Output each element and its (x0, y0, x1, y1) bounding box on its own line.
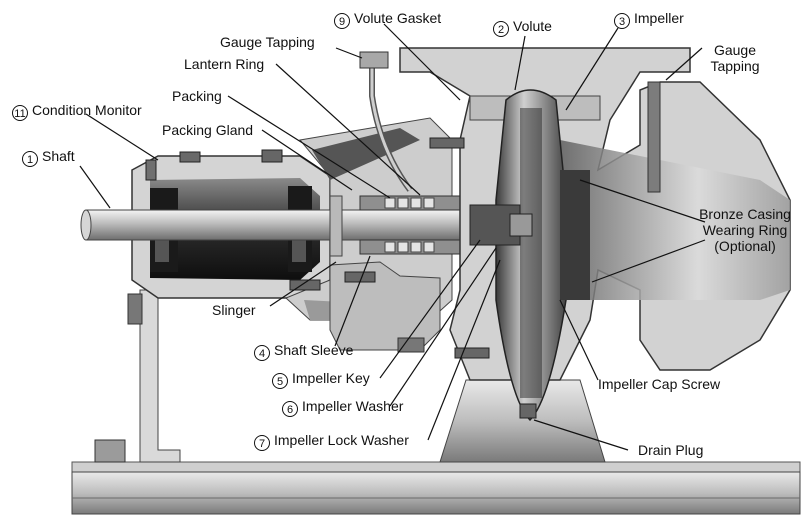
label-text: Shaft Sleeve (274, 342, 354, 358)
label-gauge-tapping-right: Gauge Tapping (700, 42, 770, 74)
volute-pedestal (439, 379, 606, 463)
callout-number: 3 (614, 13, 630, 29)
callout-number: 6 (282, 401, 298, 417)
label-line-3: (Optional) (714, 238, 776, 254)
label-text: Impeller Lock Washer (274, 432, 409, 448)
callout-number: 4 (254, 345, 270, 361)
impeller-part (469, 89, 590, 422)
label-line-2: Tapping (710, 58, 760, 74)
shaft (80, 195, 515, 257)
callout-number: 7 (254, 435, 270, 451)
label-text: Volute Gasket (354, 10, 442, 26)
leader-lines (79, 23, 706, 451)
label-text: Condition Monitor (32, 102, 142, 118)
label-gauge-tapping-top: Gauge Tapping (220, 34, 315, 50)
label-line-1: Gauge (713, 42, 757, 58)
label-text: Shaft (42, 148, 75, 164)
bearing-foot (94, 289, 181, 463)
label-packing: Packing (172, 88, 222, 104)
label-drain-plug: Drain Plug (638, 442, 704, 458)
label-impeller-cap-screw: Impeller Cap Screw (598, 376, 721, 392)
callout-number: 2 (493, 21, 509, 37)
label-lantern-ring: Lantern Ring (184, 56, 265, 72)
label-packing-gland: Packing Gland (162, 122, 254, 138)
label-text: Impeller Key (292, 370, 370, 386)
base-rail (71, 461, 801, 515)
callout-number: 1 (22, 151, 38, 167)
callout-number: 9 (334, 13, 350, 29)
label-text: Impeller Washer (302, 398, 404, 414)
callout-number: 5 (272, 373, 288, 389)
stuffing-box (329, 195, 461, 353)
label-bronze-casing-wearing-ring: Bronze Casing Wearing Ring (Optional) (690, 206, 800, 254)
bolts (261, 137, 537, 419)
label-slinger: Slinger (212, 302, 256, 318)
label-line-2: Wearing Ring (702, 222, 788, 238)
label-text: Volute (513, 18, 552, 34)
label-line-1: Bronze Casing (699, 206, 791, 222)
label-text: Impeller (634, 10, 684, 26)
callout-number: 11 (12, 105, 28, 121)
